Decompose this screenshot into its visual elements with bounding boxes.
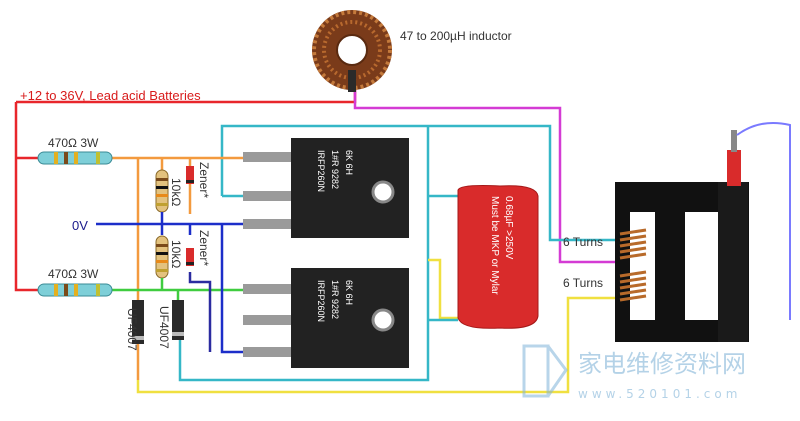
cap-label-type: Must be MKP or Mylar (489, 196, 500, 295)
resistor-bottom-label: 470Ω 3W (48, 267, 99, 281)
diode-right-label: UF4007 (157, 306, 171, 349)
resistor-10k-top (155, 158, 169, 224)
watermark-cn: 家电维修资料网 (578, 350, 746, 378)
flyback-transformer (615, 130, 749, 342)
r10k-bottom-label: 10kΩ (169, 240, 183, 268)
resistor-470-top (37, 151, 113, 165)
winding-bottom (619, 270, 647, 302)
svg-text:IRFP260N: IRFP260N (316, 150, 326, 192)
diode-uf4007-left (132, 300, 144, 344)
watermark-logo (522, 344, 568, 398)
turns-top-label: 6 Turns (563, 235, 603, 249)
hv-output-wire (736, 122, 791, 320)
toroid-inductor (312, 10, 392, 92)
cyan-wires (178, 124, 615, 382)
zener-bottom-label: Zener* (197, 230, 211, 266)
mosfet-top-text: IRFP260N 1#R 9282 6K 6H (316, 150, 354, 192)
resistor-top-label: 470Ω 3W (48, 136, 99, 150)
zener-top-label: Zener* (197, 162, 211, 198)
mosfet-bottom-text: IRFP260N 1#R 9282 6K 6H (316, 280, 354, 322)
svg-text:1#R 9282: 1#R 9282 (330, 150, 340, 189)
cap-label-value: 0.68µF >250V (503, 196, 514, 260)
winding-top (619, 228, 647, 260)
r10k-top-label: 10kΩ (169, 178, 183, 206)
mosfet-bottom (243, 268, 409, 368)
watermark-url: www.520101.com (578, 387, 741, 401)
capacitor (457, 185, 539, 329)
diode-uf4007-right (172, 300, 184, 340)
resistor-470-bottom (37, 283, 113, 297)
inductor-label: 47 to 200µH inductor (400, 29, 512, 43)
turns-bottom-label: 6 Turns (563, 276, 603, 290)
navy-wire (188, 272, 212, 352)
zener-top (186, 166, 194, 184)
svg-text:1#R 9282: 1#R 9282 (330, 280, 340, 319)
mosfet-top (243, 138, 409, 238)
ground-wire (96, 222, 243, 354)
yellow-wires (136, 258, 615, 394)
svg-text:6K 6H: 6K 6H (344, 280, 354, 305)
zener-bottom (186, 248, 194, 266)
resistor-10k-bottom (155, 235, 169, 290)
diode-left-label: UF4007 (125, 308, 139, 351)
ground-label: 0V (72, 218, 88, 233)
svg-text:6K 6H: 6K 6H (344, 150, 354, 175)
svg-text:IRFP260N: IRFP260N (316, 280, 326, 322)
supply-label: +12 to 36V, Lead acid Batteries (20, 88, 201, 103)
center-tap-wire (353, 90, 615, 264)
